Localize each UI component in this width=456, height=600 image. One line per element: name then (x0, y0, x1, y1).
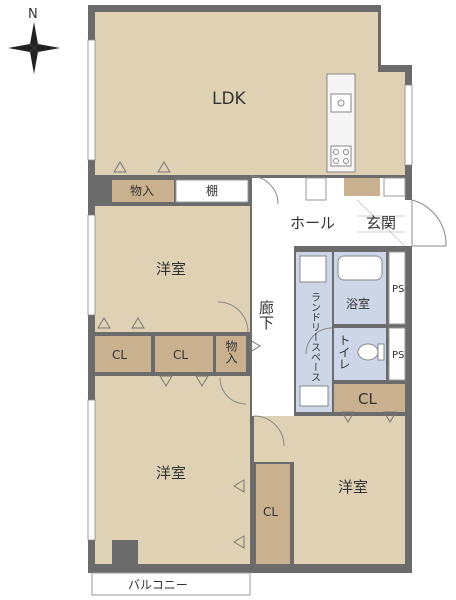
label-bath: 浴室 (346, 296, 370, 311)
bathtub-icon (337, 255, 383, 281)
label-hall: ホール (290, 214, 335, 232)
label-balcony: バルコニー (128, 578, 188, 592)
room-cl-4 (256, 464, 290, 564)
toilet-icon (357, 343, 379, 361)
room-western-1 (95, 206, 250, 332)
room-balcony (91, 572, 251, 596)
stove-icon (330, 145, 352, 167)
room-ps-1 (388, 251, 406, 325)
sink-icon (330, 93, 352, 113)
compass-north-label: N (28, 7, 38, 22)
label-toilet: トイレ (337, 334, 351, 370)
label-cl-1: CL (112, 348, 127, 362)
label-cl-4: CL (263, 505, 278, 519)
room-storage-top (112, 180, 174, 202)
label-western-1: 洋室 (156, 260, 186, 278)
compass-rose-icon (8, 22, 60, 74)
room-cl-3 (155, 336, 213, 372)
room-western-2 (95, 376, 250, 564)
label-storage-top: 物入 (130, 184, 154, 198)
label-cl-2: CL (358, 390, 377, 408)
kitchen-counter (326, 73, 356, 173)
room-shelf (175, 179, 249, 203)
room-ps-2 (388, 327, 406, 381)
room-cl-2-closet (334, 384, 405, 412)
label-cl-3: CL (173, 348, 188, 362)
label-entrance: 玄関 (366, 214, 396, 232)
label-corridor: 廊下 (257, 300, 275, 330)
label-ps-1: PS (392, 284, 404, 295)
label-ps-2: PS (392, 350, 404, 361)
room-cl-1 (95, 336, 151, 372)
closet-door-markers (97, 161, 397, 549)
room-corridor (252, 246, 294, 416)
label-laundry-space: ランドリースペース (309, 292, 321, 382)
label-storage-mid: 物入 (224, 340, 238, 364)
label-shelf: 棚 (206, 183, 218, 198)
label-western-3: 洋室 (338, 478, 368, 496)
room-western-3 (294, 416, 405, 564)
room-storage-mid (216, 336, 246, 372)
label-western-2: 洋室 (156, 464, 186, 482)
room-ldk (95, 12, 405, 175)
label-ldk: LDK (212, 89, 247, 109)
